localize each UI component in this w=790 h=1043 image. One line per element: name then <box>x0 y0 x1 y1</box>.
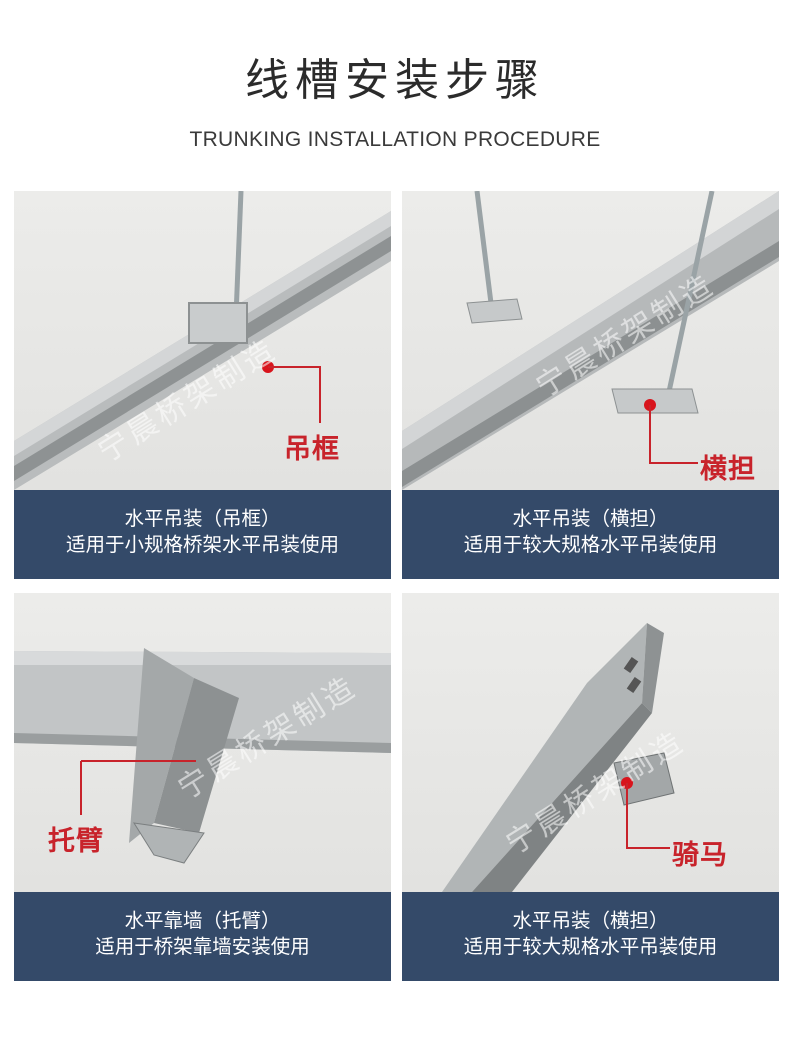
product-photo-saddle: 宁晨桥架制造 骑马 <box>402 593 779 892</box>
caption-description: 适用于桥架靠墙安装使用 <box>95 935 310 958</box>
trunking-illustration <box>14 648 391 864</box>
caption: 水平吊装（吊框） 适用于小规格桥架水平吊装使用 <box>14 490 391 579</box>
trunking-illustration <box>14 191 391 490</box>
step-card-hanging-frame: 宁晨桥架制造 吊框 水平吊装（吊框） 适用于小规格桥架水平吊装使用 <box>14 191 391 579</box>
page-title: 线槽安装步骤 <box>245 55 545 106</box>
caption: 水平吊装（横担） 适用于较大规格水平吊装使用 <box>402 490 779 579</box>
trunking-illustration <box>442 623 675 892</box>
caption-description: 适用于小规格桥架水平吊装使用 <box>65 533 339 556</box>
product-photo-support-arm: 宁晨桥架制造 托臂 <box>14 593 391 892</box>
callout-label: 横担 <box>700 454 756 485</box>
trunking-illustration <box>402 191 779 490</box>
product-photo-cross-arm: 宁晨桥架制造 横担 <box>402 191 779 490</box>
caption: 水平吊装（横担） 适用于较大规格水平吊装使用 <box>402 892 779 981</box>
caption-description: 适用于较大规格水平吊装使用 <box>463 935 718 958</box>
step-card-support-arm: 宁晨桥架制造 托臂 水平靠墙（托臂） 适用于桥架靠墙安装使用 <box>14 593 391 981</box>
caption-title: 水平吊装（吊框） <box>124 507 281 530</box>
page-subtitle: TRUNKING INSTALLATION PROCEDURE <box>189 128 601 151</box>
caption-description: 适用于较大规格水平吊装使用 <box>463 533 718 556</box>
callout-label: 托臂 <box>48 826 104 857</box>
step-card-cross-arm: 宁晨桥架制造 横担 水平吊装（横担） 适用于较大规格水平吊装使用 <box>402 191 779 579</box>
callout-label: 吊框 <box>284 434 340 465</box>
product-photo-hanging-frame: 宁晨桥架制造 吊框 <box>14 191 391 490</box>
callout-label: 骑马 <box>672 840 728 871</box>
caption-title: 水平吊装（横担） <box>512 909 669 932</box>
caption: 水平靠墙（托臂） 适用于桥架靠墙安装使用 <box>14 892 391 981</box>
caption-title: 水平吊装（横担） <box>512 507 669 530</box>
caption-title: 水平靠墙（托臂） <box>124 909 281 932</box>
step-card-saddle: 宁晨桥架制造 骑马 水平吊装（横担） 适用于较大规格水平吊装使用 <box>402 593 779 981</box>
